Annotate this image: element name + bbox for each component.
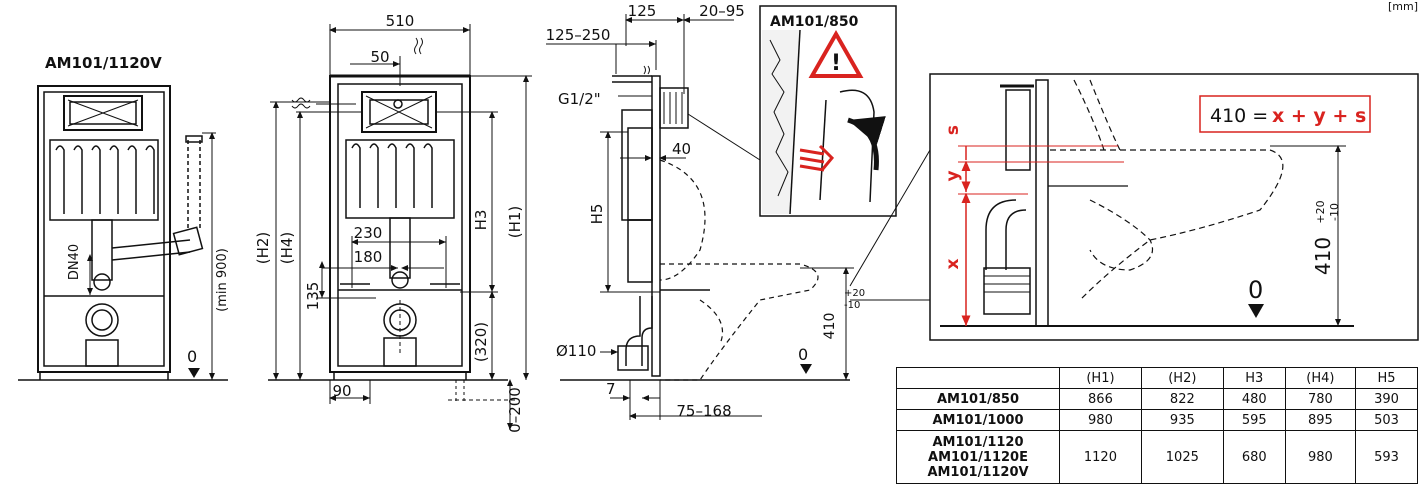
table-cell: 866 <box>1059 388 1142 410</box>
dim-230-label: 230 <box>354 224 383 242</box>
table-row: AM101/850 866 822 480 780 390 <box>896 388 1419 410</box>
x-label: x <box>943 258 963 269</box>
dim-20-95-label: 20–95 <box>699 2 745 20</box>
h2-label: (H2) <box>254 232 272 265</box>
dim-135-label: 135 <box>304 282 322 311</box>
table-header: (H2) <box>1140 367 1224 389</box>
table-cell: 1120 <box>1059 430 1142 484</box>
h1-label: (H1) <box>506 206 524 239</box>
table-row: AM101/1000 980 935 595 895 503 <box>896 409 1419 431</box>
table-cell: 595 <box>1222 409 1286 431</box>
table-cell: 593 <box>1354 430 1419 484</box>
dim-75-168-label: 75–168 <box>676 402 731 420</box>
zero-label-detail: 0 <box>1248 276 1263 304</box>
h3-label: H3 <box>472 210 490 231</box>
detail-tol-plus: +20 <box>1314 200 1327 223</box>
y-label: y <box>943 170 963 181</box>
front-frame-view <box>268 24 532 430</box>
dim-0-200-label: 0–200 <box>506 387 524 433</box>
dimension-table: (H1) (H2) H3 (H4) H5 AM101/850 866 822 4… <box>896 367 1419 484</box>
table-header: H3 <box>1222 367 1286 389</box>
table-cell: 503 <box>1354 409 1419 431</box>
dim-7-label: 7 <box>606 380 616 398</box>
table-header: H5 <box>1354 367 1419 389</box>
dim-125-250-label: 125–250 <box>546 26 611 44</box>
tol-plus-label: +20 <box>844 288 865 299</box>
table-cell-model: AM101/1000 <box>896 409 1060 431</box>
detail-model-title: AM101/850 <box>770 14 859 30</box>
table-cell: 980 <box>1284 430 1356 484</box>
dim-40-label: 40 <box>672 140 691 158</box>
svg-text:!: ! <box>831 51 841 76</box>
side-view <box>546 14 854 420</box>
min900-label: (min 900) <box>215 248 230 312</box>
table-header: (H4) <box>1284 367 1356 389</box>
unit-label: [mm] <box>1387 0 1418 13</box>
detail-warning-box: ! <box>759 5 897 217</box>
formula-lhs: 410 = <box>1210 105 1268 127</box>
table-cell-model: AM101/850 <box>896 388 1060 410</box>
installation-detail <box>849 73 1419 341</box>
table-row: AM101/1120 AM101/1120E AM101/1120V 1120 … <box>896 430 1419 484</box>
table-cell: 680 <box>1222 430 1286 484</box>
tol-minus-label: -10 <box>844 300 860 311</box>
table-header: (H1) <box>1059 367 1142 389</box>
s-label: s <box>943 125 963 135</box>
formula-rhs: x + y + s <box>1272 105 1366 127</box>
zero-label-side: 0 <box>798 345 808 364</box>
dim-125-label: 125 <box>628 2 657 20</box>
h4-label: (H4) <box>278 232 296 265</box>
table-header-row: (H1) (H2) H3 (H4) H5 <box>896 367 1419 389</box>
table-cell: 1025 <box>1140 430 1224 484</box>
table-cell: 780 <box>1284 388 1356 410</box>
table-header <box>896 367 1060 389</box>
table-cell: 480 <box>1222 388 1286 410</box>
width-510-label: 510 <box>386 12 415 30</box>
dim-180-label: 180 <box>354 248 383 266</box>
h5-label: H5 <box>588 204 606 225</box>
left-model-title: AM101/1120V <box>45 54 162 72</box>
table-cell: 935 <box>1140 409 1224 431</box>
detail-410-label: 410 <box>1311 237 1335 275</box>
zero-label-left: 0 <box>187 347 197 366</box>
left-frame-view: AM101/1120V <box>18 54 228 381</box>
table-cell: 895 <box>1284 409 1356 431</box>
table-cell-model: AM101/1120 AM101/1120E AM101/1120V <box>896 430 1060 484</box>
table-cell: 822 <box>1140 388 1224 410</box>
dim-90-label: 90 <box>332 382 351 400</box>
table-cell: 980 <box>1059 409 1142 431</box>
detail-tol-minus: -10 <box>1328 203 1341 221</box>
dim-320-label: (320) <box>472 322 490 362</box>
g12-label: G1/2" <box>558 90 601 108</box>
d110-label: Ø110 <box>556 342 596 360</box>
dn40-label: DN40 <box>67 244 82 280</box>
table-cell: 390 <box>1354 388 1419 410</box>
dim-410-label: 410 <box>822 313 838 340</box>
dim-50-label: 50 <box>370 48 389 66</box>
